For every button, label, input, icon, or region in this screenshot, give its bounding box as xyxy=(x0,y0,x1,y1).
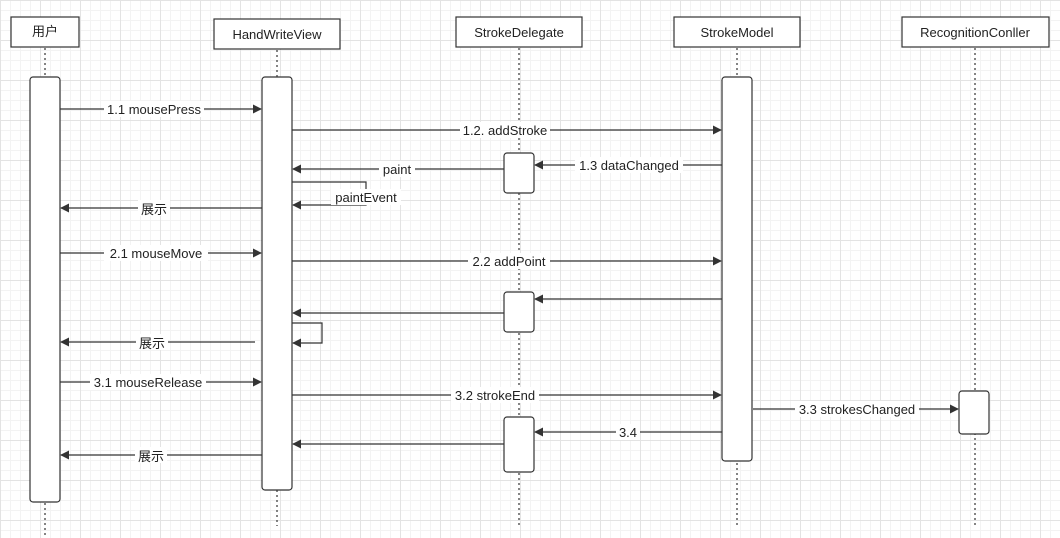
participant-strokemodel: StrokeModel xyxy=(673,16,801,48)
participant-recognitionconller: RecognitionConller xyxy=(901,16,1050,48)
activation-recognitionconller xyxy=(958,390,990,435)
message-label: 展示 xyxy=(141,202,167,217)
activation-handwriteview xyxy=(261,76,293,491)
message-label: 1.3 dataChanged xyxy=(579,158,679,173)
activation-bars xyxy=(29,76,990,503)
message-label: 展示 xyxy=(138,449,164,464)
message-label: paintEvent xyxy=(335,190,397,205)
message-label: 2.2 addPoint xyxy=(472,254,545,269)
message-label: 3.1 mouseRelease xyxy=(94,375,202,390)
activation-strokedelegate-3 xyxy=(503,416,535,473)
participant-handwriteview: HandWriteView xyxy=(213,18,341,50)
message-label: 3.3 strokesChanged xyxy=(799,402,915,417)
participant-label: StrokeModel xyxy=(701,25,774,40)
message-label: 2.1 mouseMove xyxy=(110,246,203,261)
message-label: paint xyxy=(383,162,412,177)
message-label: 1.1 mousePress xyxy=(107,102,201,117)
message-label: 展示 xyxy=(139,336,165,351)
message-label: 1.2. addStroke xyxy=(463,123,548,138)
participant-label: 用户 xyxy=(32,24,58,39)
activation-user xyxy=(29,76,61,503)
participant-label: RecognitionConller xyxy=(920,25,1031,40)
participant-label: StrokeDelegate xyxy=(474,25,564,40)
activation-strokedelegate-1 xyxy=(503,152,535,194)
participant-label: HandWriteView xyxy=(232,27,322,42)
message-label: 3.2 strokeEnd xyxy=(455,388,535,403)
participant-user: 用户 xyxy=(10,16,80,48)
activation-strokemodel xyxy=(721,76,753,462)
arrow-paintevent-2 xyxy=(292,322,323,348)
participant-strokedelegate: StrokeDelegate xyxy=(455,16,583,48)
message-label: 3.4 xyxy=(619,425,637,440)
message-labels: 1.1 mousePress 1.2. addStroke paint 1.3 … xyxy=(90,101,919,464)
activation-strokedelegate-2 xyxy=(503,291,535,333)
